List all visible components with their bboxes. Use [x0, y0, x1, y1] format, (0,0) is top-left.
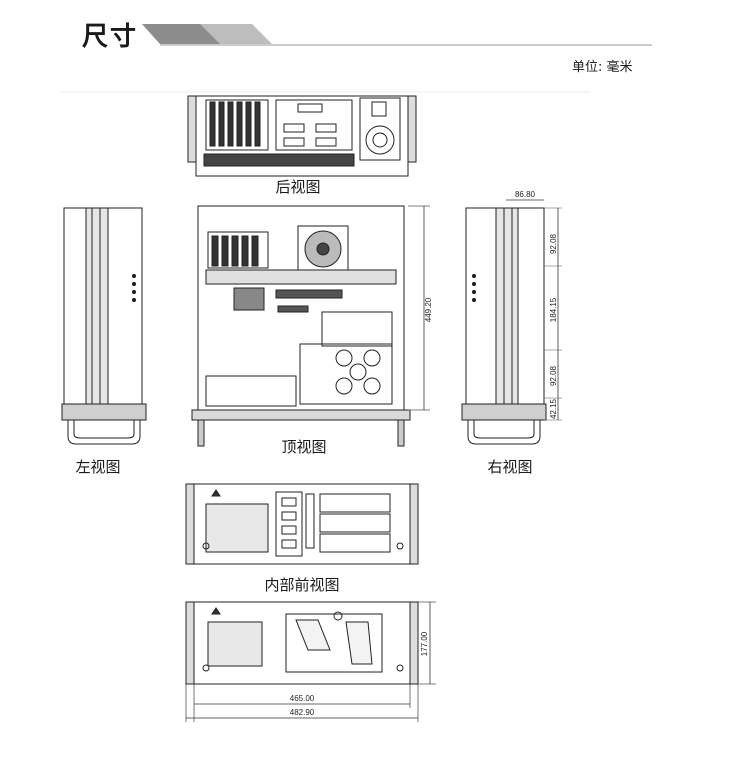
- rear-view-label: 后视图: [275, 178, 320, 196]
- segment-bottom-dimension: 42.15: [549, 398, 558, 419]
- inner-front-view-label: 内部前视图: [264, 576, 339, 594]
- total-width-dimension: 482.90: [290, 708, 315, 717]
- page-title: 尺寸: [82, 22, 139, 52]
- unit-label: 单位: 毫米: [572, 60, 633, 75]
- depth-dimension: 449.20: [424, 297, 433, 322]
- header-decoration: [60, 24, 652, 93]
- right-width-dimension: 86.80: [515, 190, 536, 199]
- left-view-label: 左视图: [75, 458, 120, 476]
- height-dimension: 177.00: [420, 631, 429, 656]
- body-width-dimension: 465.00: [290, 694, 315, 703]
- top-view-drawing: [191, 205, 411, 447]
- segment-top-dimension: 92.08: [549, 233, 558, 254]
- segment-mid-dimension: 184.15: [549, 297, 558, 322]
- front-view-drawing: [185, 601, 419, 685]
- rear-view-drawing: [187, 95, 417, 177]
- top-view-label: 顶视图: [281, 438, 326, 456]
- right-view-label: 右视图: [487, 458, 532, 476]
- inner-front-view-drawing: [185, 483, 419, 565]
- left-view-drawing: [61, 207, 147, 445]
- segment-low-dimension: 92.08: [549, 365, 558, 386]
- right-view-drawing: [461, 207, 547, 445]
